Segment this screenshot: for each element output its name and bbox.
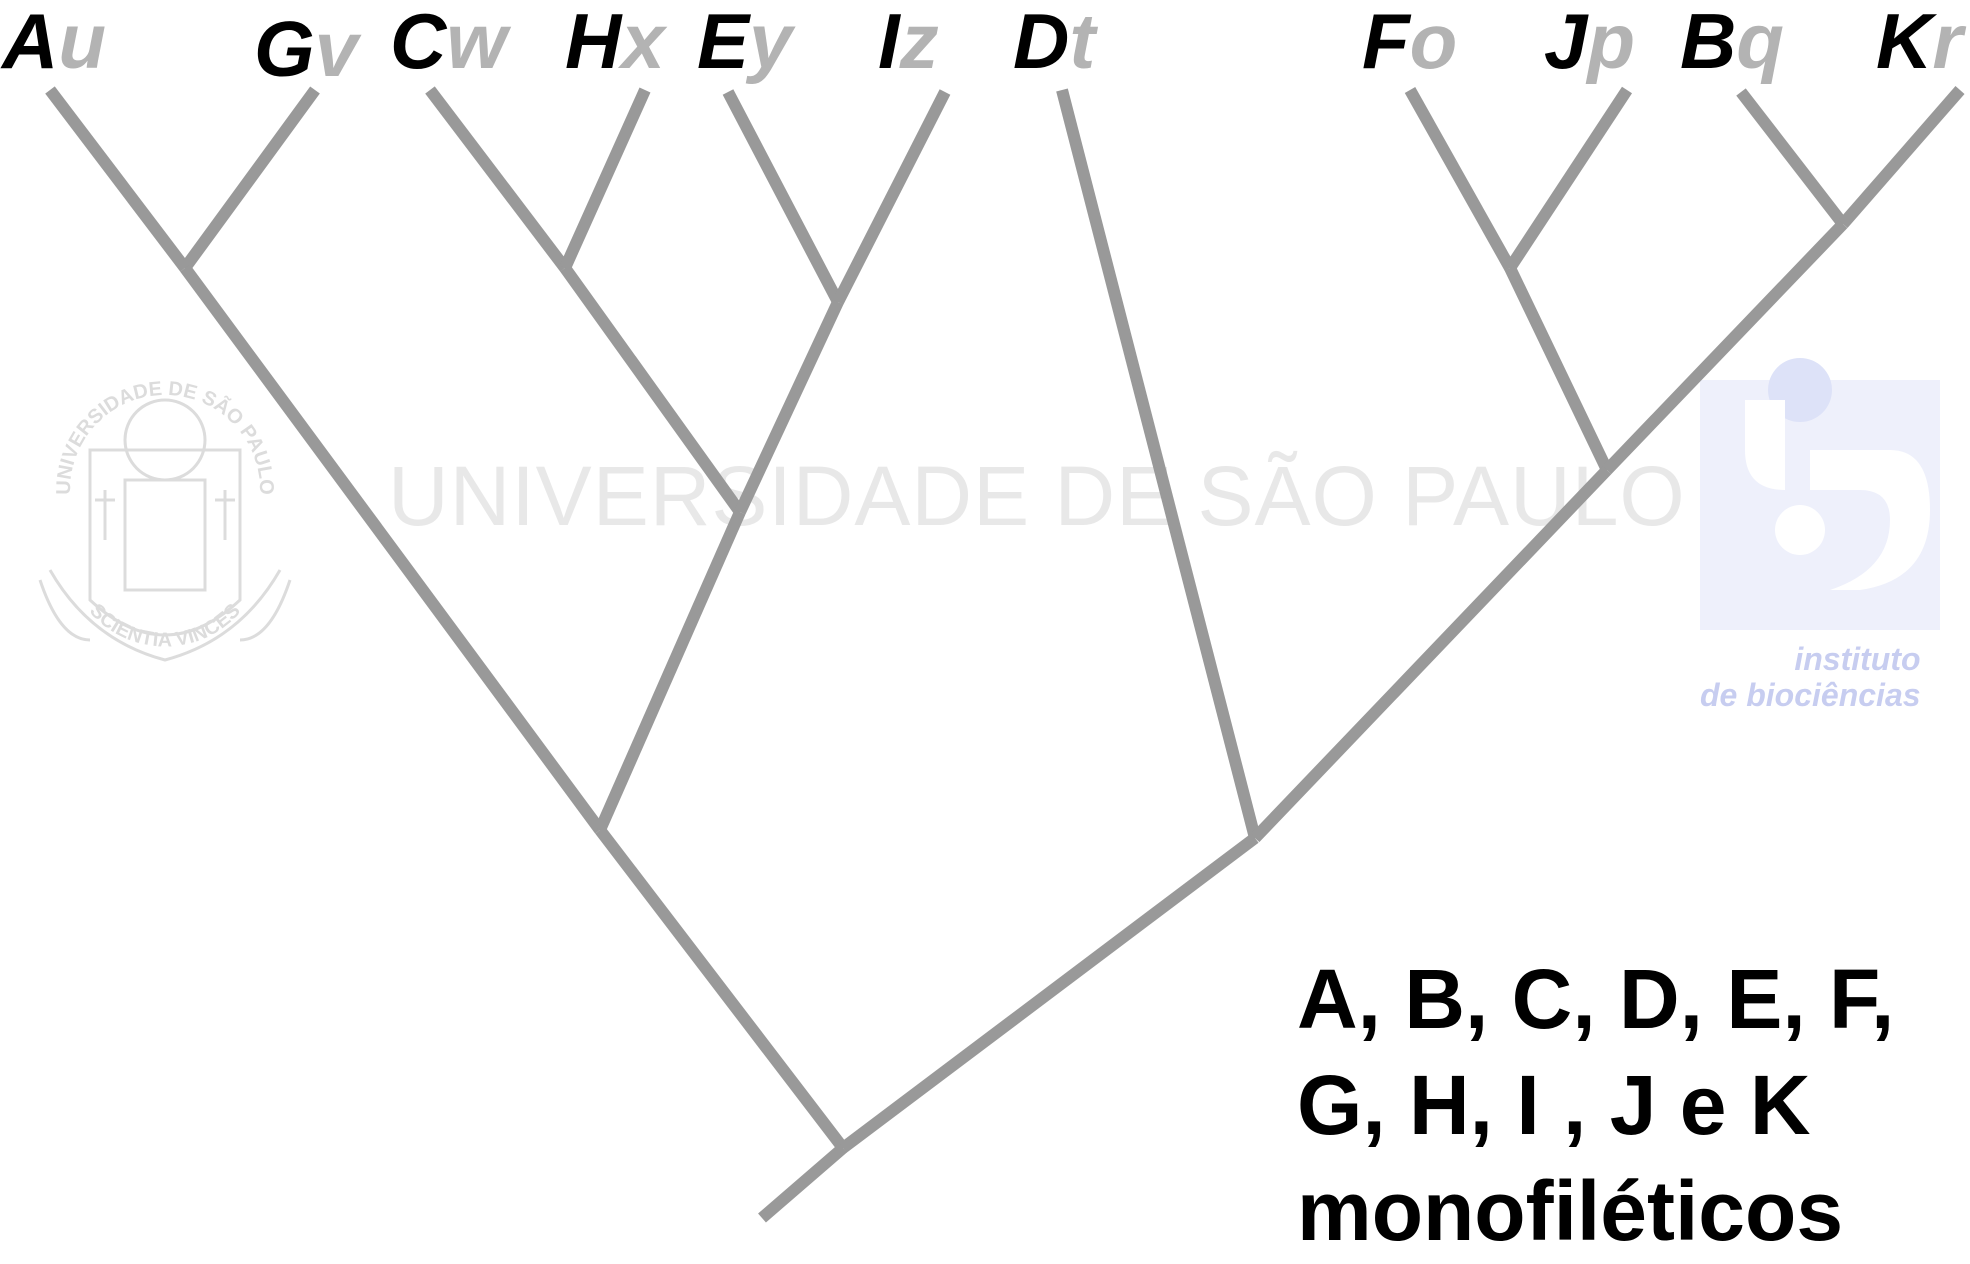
tip-lower-F: o (1409, 0, 1458, 85)
monophyly-caption: A, B, C, D, E, F, G, H, I , J e K monofi… (1297, 946, 1894, 1264)
tip-upper-K: K (1876, 0, 1933, 85)
branch-C (425, 86, 570, 272)
branch-H (559, 87, 651, 271)
tip-label-D: Dt (1013, 2, 1095, 80)
institute-line-1: instituto (1794, 641, 1921, 677)
branch-E (722, 89, 844, 305)
tip-lower-E: y (749, 0, 793, 85)
branch-FJBK (1250, 465, 1612, 843)
tip-upper-C: C (390, 0, 447, 85)
tip-lower-I: z (899, 0, 939, 85)
branch-F (1404, 87, 1516, 271)
caption-line-1: A, B, C, D, E, F, (1297, 952, 1895, 1046)
branch-FJ (1504, 265, 1613, 473)
tip-upper-F: F (1362, 0, 1410, 85)
branch-K (1838, 86, 1965, 228)
branch-AG (180, 264, 605, 834)
tip-upper-B: B (1680, 0, 1737, 85)
university-watermark-text: UNIVERSIDADE DE SÃO PAULO (388, 449, 1686, 543)
tip-label-H: Hx (565, 2, 665, 80)
caption-line-2: G, H, I , J e K (1297, 1058, 1811, 1152)
tip-lower-J: p (1587, 0, 1636, 85)
branch-D (1056, 88, 1261, 840)
tip-label-G: Gv (254, 10, 358, 88)
tip-label-B: Bq (1680, 2, 1784, 80)
tip-upper-H: H (565, 0, 622, 85)
tip-upper-J: J (1544, 0, 1588, 85)
tip-label-I: Iz (878, 2, 939, 80)
tip-lower-G: v (314, 5, 359, 93)
institute-line-2: de biociências (1700, 677, 1921, 713)
tip-lower-H: x (621, 0, 665, 85)
branch-I (832, 89, 951, 305)
tip-lower-D: t (1069, 0, 1096, 85)
branch-J (1504, 86, 1633, 272)
tip-upper-D: D (1013, 0, 1070, 85)
institute-label: instituto de biociências (1700, 641, 1921, 713)
caption-line-3: monofiléticos (1297, 1164, 1844, 1258)
usp-seal-logo: UNIVERSIDADE DE SÃO PAULO SCIENTIA VINCE… (38, 378, 292, 662)
branch-root (758, 1143, 847, 1223)
branch-BK (1602, 219, 1848, 475)
branch-AGCHEI (595, 826, 848, 1152)
tip-upper-I: I (878, 0, 900, 85)
branch-CHEI (594, 509, 746, 833)
branch-CH (560, 264, 745, 516)
branch-EI (734, 299, 844, 515)
instituto-biociencias-logo (1700, 358, 1940, 630)
tip-lower-B: q (1736, 0, 1784, 85)
tip-lower-K: r (1932, 0, 1963, 85)
cladogram-tree (45, 86, 1965, 1223)
tip-label-C: Cw (390, 2, 507, 80)
tip-label-E: Ey (697, 2, 792, 80)
branch-A (45, 86, 190, 272)
tip-upper-A: A (2, 0, 59, 85)
tip-label-F: Fo (1362, 2, 1457, 80)
tip-label-K: Kr (1876, 2, 1963, 80)
branch-B (1736, 88, 1848, 228)
tip-lower-C: w (446, 0, 508, 85)
branch-DFJBK (839, 833, 1259, 1153)
tip-label-J: Jp (1544, 2, 1635, 80)
branch-G (180, 86, 320, 272)
tip-label-A: Au (2, 2, 106, 80)
tip-upper-E: E (697, 0, 750, 85)
tip-upper-G: G (254, 5, 315, 93)
tip-lower-A: u (58, 0, 106, 85)
